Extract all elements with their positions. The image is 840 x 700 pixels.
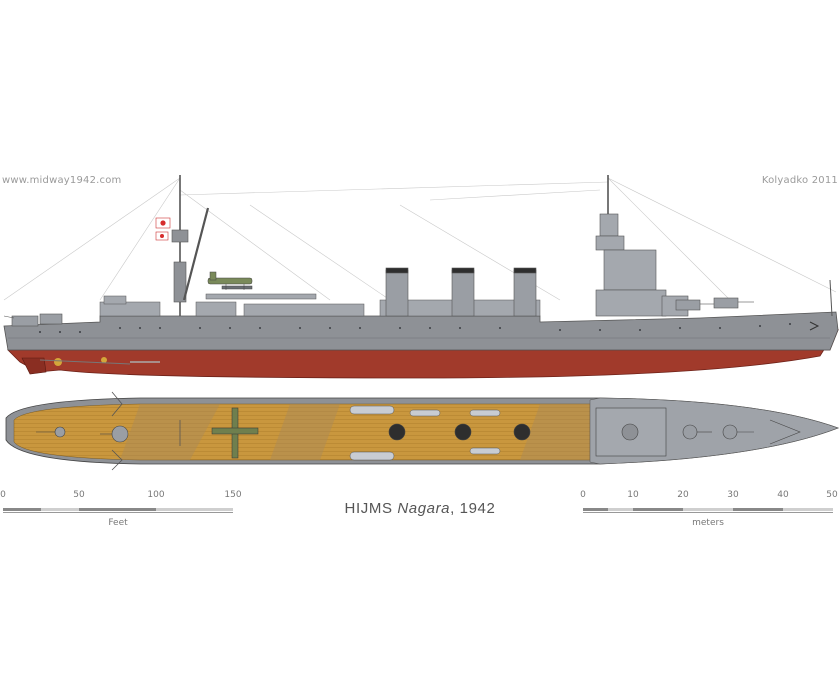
feet-scale: 0 50 100 150 Feet: [0, 490, 242, 530]
meters-tick-label: 50: [826, 490, 838, 500]
feet-unit-label: Feet: [108, 518, 128, 528]
bridge-tower: [595, 175, 689, 317]
meters-tick-label: 30: [727, 490, 739, 500]
aft-turret: [3, 313, 63, 327]
forward-turrets: [675, 297, 754, 311]
portholes: [39, 323, 791, 333]
meters-tick-label: 20: [677, 490, 689, 500]
naval-ensign-flag: [155, 217, 171, 241]
feet-tick-label: 150: [224, 490, 242, 500]
feet-tick-label: 50: [73, 490, 85, 500]
mainmast: [171, 175, 210, 316]
ship-drawing: [3, 175, 840, 471]
meters-unit-label: meters: [692, 518, 724, 528]
feet-tick-label: 100: [147, 490, 165, 500]
aft-turret-plan: [36, 425, 129, 443]
rigging-lines: [3, 177, 837, 301]
funnel-tops: [388, 423, 531, 441]
funnels: [385, 267, 537, 317]
hull-topside: [3, 311, 839, 351]
mast-plan: [111, 391, 181, 471]
title-prefix: HIJMS: [344, 500, 398, 517]
meters-tick-label: 10: [627, 490, 639, 500]
hull-underwater: [7, 328, 839, 379]
deck-shading: [120, 404, 590, 460]
drawing-title: HIJMS Nagara, 1942: [0, 500, 840, 517]
feet-tick-label: 0: [0, 490, 6, 500]
rudder: [21, 357, 47, 375]
bow-anchor: [809, 321, 820, 331]
author-credit: Kolyadko 2011: [761, 175, 838, 186]
propeller-2: [101, 357, 107, 363]
propeller: [54, 358, 62, 366]
boats-plan: [349, 405, 501, 461]
meters-scale: 0 10 20 30 40 50 meters: [578, 490, 840, 530]
meters-tick-label: 40: [777, 490, 789, 500]
source-credit: www.midway1942.com: [2, 175, 122, 186]
title-suffix: , 1942: [450, 500, 496, 517]
aircraft-catapult: [205, 293, 317, 300]
top-plan-view: [5, 391, 840, 471]
floatplane: [207, 271, 253, 290]
meters-tick-label: 0: [580, 490, 586, 500]
forward-turrets-plan: [682, 419, 801, 445]
floatplane-plan: [211, 407, 259, 459]
ship-name: Nagara: [397, 500, 451, 517]
side-profile-view: [3, 175, 839, 379]
